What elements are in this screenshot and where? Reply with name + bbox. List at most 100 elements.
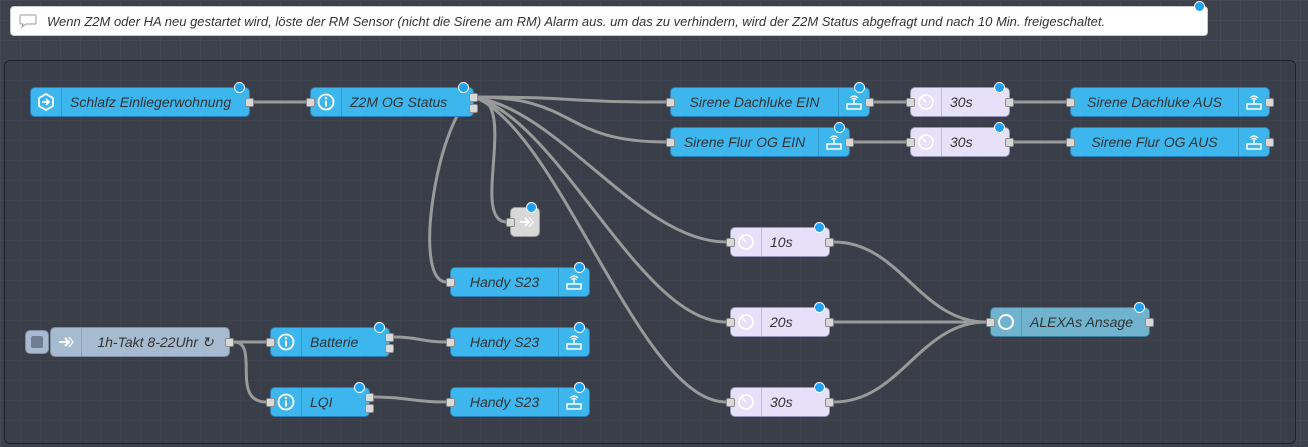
status-dot bbox=[458, 82, 469, 93]
node-label: 10s bbox=[770, 234, 793, 250]
info-icon bbox=[271, 328, 302, 356]
node-delay-30s[interactable]: 30s bbox=[906, 82, 1014, 117]
output-port[interactable] bbox=[1145, 318, 1154, 327]
node-label: LQI bbox=[310, 394, 333, 410]
node-sirene-dachluke-ein[interactable]: Sirene Dachluke EIN bbox=[666, 82, 874, 117]
node-delay-20s[interactable]: 20s bbox=[726, 302, 834, 337]
input-port[interactable] bbox=[726, 238, 735, 247]
input-port[interactable] bbox=[986, 318, 995, 327]
status-dot bbox=[1134, 302, 1145, 313]
status-dot bbox=[854, 82, 865, 93]
input-port[interactable] bbox=[306, 98, 315, 107]
node-label: Handy S23 bbox=[469, 394, 540, 410]
node-label: Handy S23 bbox=[469, 334, 540, 350]
status-dot bbox=[574, 262, 585, 273]
output-port[interactable] bbox=[245, 98, 254, 107]
comment-bubble-icon bbox=[19, 14, 37, 28]
ha-event-icon bbox=[31, 88, 62, 116]
inject-button[interactable] bbox=[25, 330, 49, 354]
input-port[interactable] bbox=[446, 338, 455, 347]
output-port[interactable] bbox=[469, 93, 478, 102]
timer-icon bbox=[911, 88, 942, 116]
router-icon bbox=[558, 268, 589, 296]
timer-icon bbox=[911, 128, 942, 156]
wire bbox=[472, 95, 668, 144]
router-icon bbox=[558, 388, 589, 416]
node-delay-30s[interactable]: 30s bbox=[906, 122, 1014, 157]
flow-comment[interactable]: Wenn Z2M oder HA neu gestartet wird, lös… bbox=[10, 1, 1208, 36]
link-out-icon bbox=[511, 208, 541, 236]
output-port[interactable] bbox=[225, 338, 234, 347]
node-z2m-og-status[interactable]: Z2M OG Status bbox=[306, 82, 478, 117]
input-port[interactable] bbox=[266, 398, 275, 407]
output-port[interactable] bbox=[365, 404, 374, 413]
status-dot bbox=[814, 222, 825, 233]
node-inject-1h-takt[interactable]: 1h-Takt 8-22Uhr ↻ bbox=[25, 327, 234, 357]
node-link-out[interactable] bbox=[506, 202, 541, 237]
wire bbox=[428, 95, 476, 284]
wire bbox=[232, 340, 268, 404]
output-port[interactable] bbox=[1005, 98, 1014, 107]
node-label: 30s bbox=[770, 394, 793, 410]
wire bbox=[372, 395, 448, 404]
status-dot bbox=[574, 322, 585, 333]
input-port[interactable] bbox=[726, 398, 735, 407]
input-port[interactable] bbox=[1066, 138, 1075, 147]
node-handy-s23[interactable]: Handy S23 bbox=[446, 382, 590, 417]
input-port[interactable] bbox=[666, 98, 675, 107]
node-label: 30s bbox=[950, 134, 973, 150]
status-dot bbox=[574, 382, 585, 393]
node-handy-s23[interactable]: Handy S23 bbox=[446, 322, 590, 357]
input-port[interactable] bbox=[506, 218, 515, 227]
input-port[interactable] bbox=[446, 398, 455, 407]
output-port[interactable] bbox=[1265, 138, 1274, 147]
info-icon bbox=[271, 388, 302, 416]
node-delay-10s[interactable]: 10s bbox=[726, 222, 834, 257]
node-batterie[interactable]: Batterie bbox=[266, 322, 394, 357]
input-port[interactable] bbox=[726, 318, 735, 327]
output-port[interactable] bbox=[825, 318, 834, 327]
node-handy-s23[interactable]: Handy S23 bbox=[446, 262, 590, 297]
comment-text: Wenn Z2M oder HA neu gestartet wird, lös… bbox=[47, 13, 1106, 29]
timer-icon bbox=[731, 308, 762, 336]
wire bbox=[472, 95, 728, 244]
input-port[interactable] bbox=[446, 278, 455, 287]
status-dot bbox=[994, 82, 1005, 93]
status-dot bbox=[354, 382, 365, 393]
node-sirene-dachluke-aus[interactable]: Sirene Dachluke AUS bbox=[1066, 87, 1274, 117]
output-port[interactable] bbox=[1265, 98, 1274, 107]
node-schlafz-einliegerwohnung[interactable]: Schlafz Einliegerwohnung bbox=[30, 82, 254, 117]
output-port[interactable] bbox=[1005, 138, 1014, 147]
input-port[interactable] bbox=[666, 138, 675, 147]
output-port[interactable] bbox=[825, 398, 834, 407]
node-delay-30s[interactable]: 30s bbox=[726, 382, 834, 417]
input-port[interactable] bbox=[1066, 98, 1075, 107]
wire bbox=[472, 95, 728, 324]
output-port[interactable] bbox=[385, 333, 394, 342]
status-dot bbox=[814, 302, 825, 313]
node-sirene-flur-og-aus[interactable]: Sirene Flur OG AUS bbox=[1066, 127, 1274, 157]
output-port[interactable] bbox=[385, 344, 394, 353]
output-port[interactable] bbox=[825, 238, 834, 247]
status-dot bbox=[1194, 1, 1205, 12]
input-port[interactable] bbox=[906, 98, 915, 107]
node-lqi[interactable]: LQI bbox=[266, 382, 374, 417]
node-label: Schlafz Einliegerwohnung bbox=[70, 94, 232, 110]
node-label: Sirene Dachluke AUS bbox=[1087, 94, 1222, 110]
node-alexas-ansage[interactable]: ALEXAs Ansage bbox=[986, 302, 1154, 337]
status-dot bbox=[834, 122, 845, 133]
output-port[interactable] bbox=[365, 393, 374, 402]
input-port[interactable] bbox=[906, 138, 915, 147]
node-sirene-flur-og-ein[interactable]: Sirene Flur OG EIN bbox=[666, 122, 854, 157]
node-label: Sirene Flur OG AUS bbox=[1091, 134, 1218, 150]
circle-icon bbox=[991, 308, 1022, 336]
node-label: Handy S23 bbox=[469, 274, 540, 290]
router-icon bbox=[1238, 88, 1269, 116]
input-port[interactable] bbox=[266, 338, 275, 347]
timer-icon bbox=[731, 388, 762, 416]
output-port[interactable] bbox=[845, 138, 854, 147]
output-port[interactable] bbox=[469, 104, 478, 113]
output-port[interactable] bbox=[865, 98, 874, 107]
info-icon bbox=[311, 88, 342, 116]
node-label: 20s bbox=[770, 314, 793, 330]
